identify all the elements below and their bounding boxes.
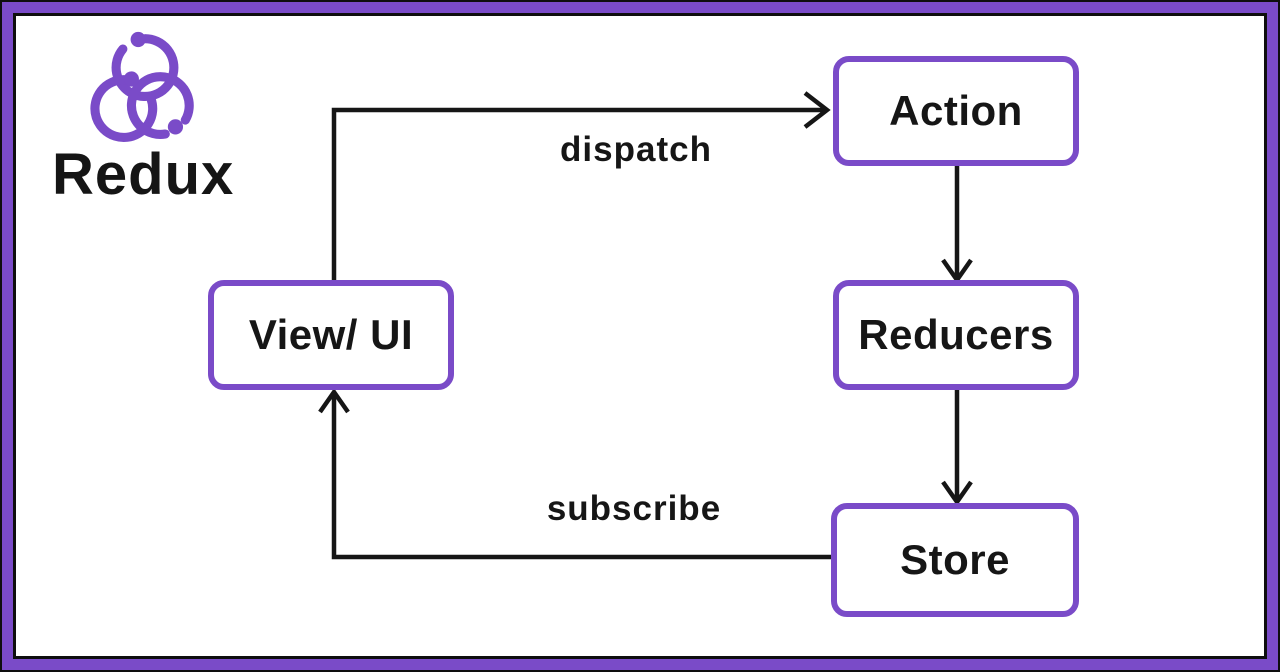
node-action-label: Action [889, 87, 1023, 134]
node-view-ui-label: View/ UI [248, 311, 414, 358]
edge-label-subscribe: subscribe [546, 489, 722, 528]
arrow-action-to-reducers [941, 166, 973, 284]
redux-wordmark: Redux [52, 142, 235, 207]
redux-knot-icon [90, 31, 194, 142]
node-reducers-label: Reducers [858, 311, 1054, 358]
node-action: Action [833, 56, 1079, 166]
node-reducers: Reducers [833, 280, 1079, 390]
arrow-reducers-to-store [941, 390, 973, 506]
edge-label-dispatch: dispatch [560, 130, 712, 169]
node-store-label: Store [900, 536, 1010, 583]
arrow-dispatch [331, 91, 831, 281]
node-store: Store [831, 503, 1079, 617]
arrow-subscribe [318, 388, 831, 560]
node-view-ui: View/ UI [208, 280, 454, 390]
